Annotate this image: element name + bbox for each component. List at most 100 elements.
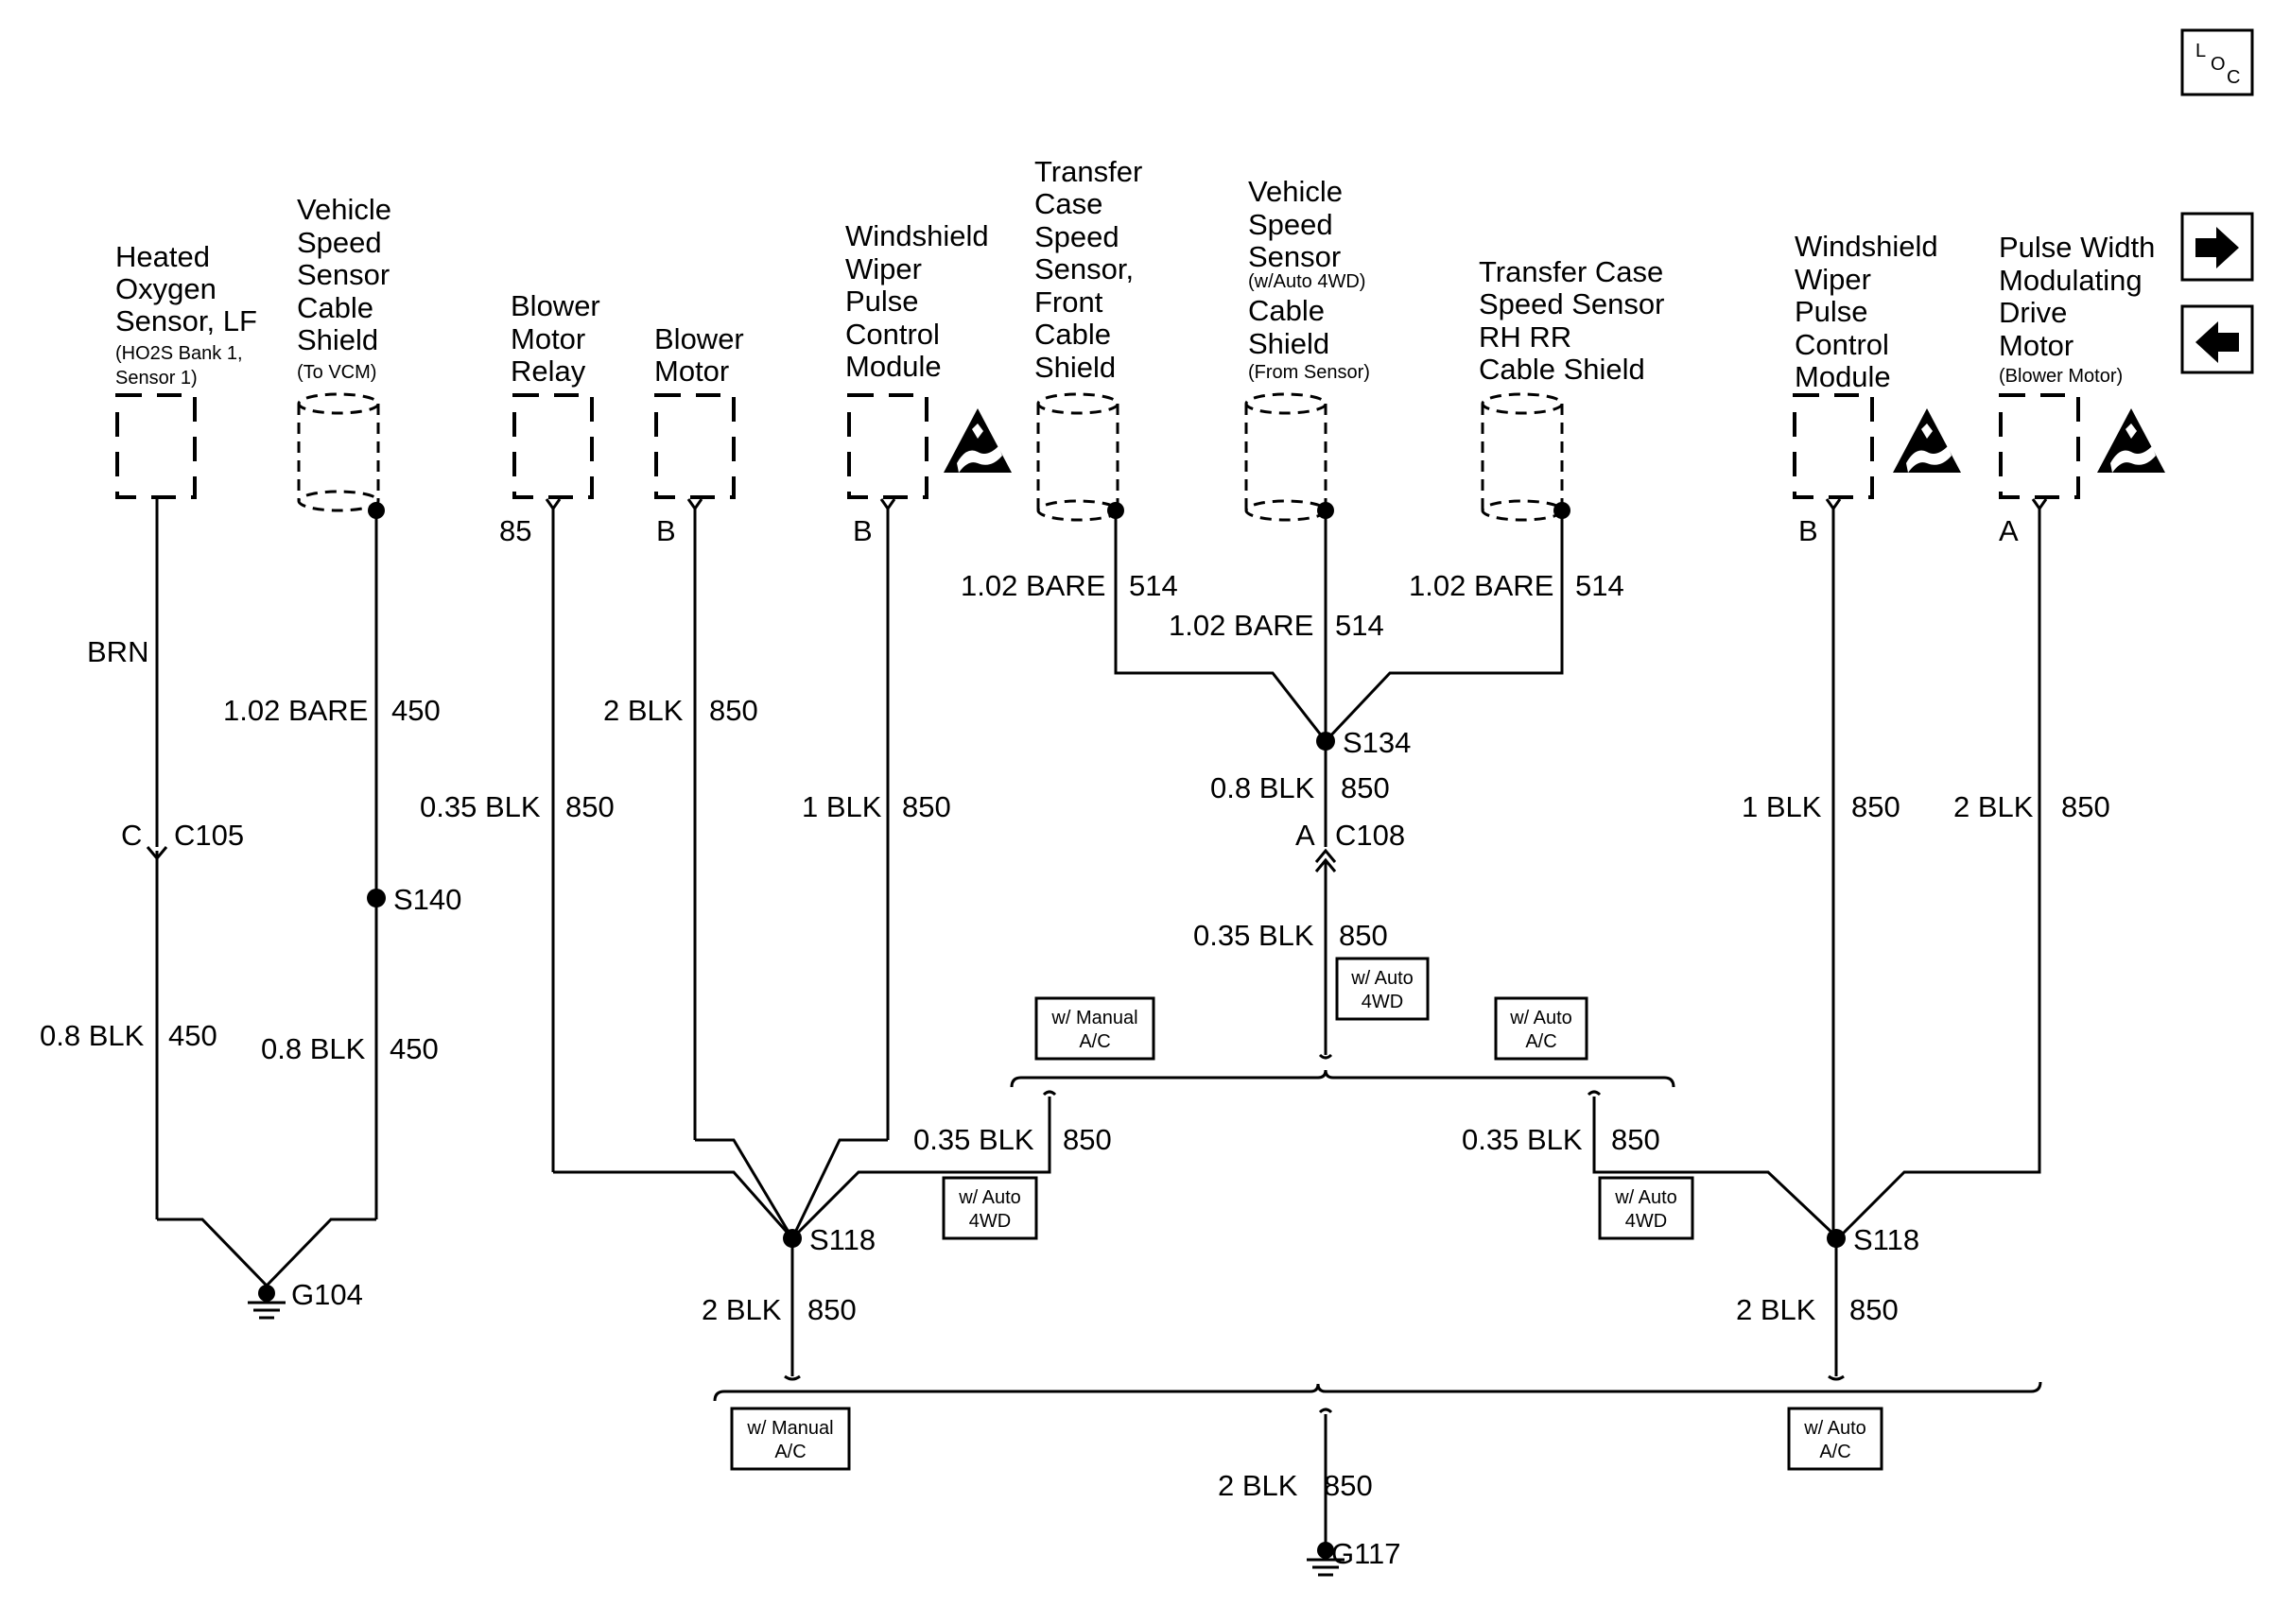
right-branch-gauge: 0.35 BLK <box>1462 1123 1583 1156</box>
pwm-motor-pin: A <box>1999 514 2019 547</box>
s118-right-out-gauge: 2 BLK <box>1736 1293 1816 1326</box>
wires-s118-right: 1 BLK 850 2 BLK 850 0.35 BLK 850 S118 2 … <box>1462 498 2110 1381</box>
loc-letter-o: O <box>2211 54 2226 75</box>
left-branch-gauge: 0.35 BLK <box>913 1123 1034 1156</box>
vss-ground-gauge: 0.8 BLK <box>261 1032 366 1065</box>
wiper-right-wire-gauge: 1 BLK <box>1742 790 1822 823</box>
wiper-module-right-pin: B <box>1798 514 1818 547</box>
o2-sensor-note: (HO2S Bank 1, Sensor 1) <box>115 343 248 389</box>
right-branch-circuit: 850 <box>1611 1123 1660 1156</box>
c108-pin-label: A <box>1295 819 1315 852</box>
motor-wire-gauge: 2 BLK <box>603 694 684 727</box>
wiper-left-wire-circuit: 850 <box>902 790 951 823</box>
tc-front-cable-shield: Transfer Case Speed Sensor, Front Cable … <box>1034 155 1151 522</box>
ground-g117-label: G117 <box>1331 1537 1401 1570</box>
blower-motor-relay: Blower Motor Relay 85 <box>499 289 600 547</box>
esd-warning-icon <box>1893 408 1961 473</box>
splice-s140-label: S140 <box>393 883 461 916</box>
c108-out-gauge: 0.35 BLK <box>1193 919 1314 952</box>
wiper-right-wire-circuit: 850 <box>1851 790 1900 823</box>
vss-auto-label-bottom: Cable Shield <box>1248 294 1333 360</box>
wires-s134: 1.02 BARE 514 1.02 BARE 514 1.02 BARE 51… <box>961 502 1624 1060</box>
relay-wire-circuit: 850 <box>565 790 615 823</box>
wires-s118-left: 0.35 BLK 850 2 BLK 850 1 BLK 850 0.35 BL… <box>420 498 1112 1381</box>
splice-s118-right-label: S118 <box>1853 1223 1919 1256</box>
pwm-motor-label: Pulse Width Modulating Drive Motor <box>1999 231 2163 362</box>
left-branch-circuit: 850 <box>1063 1123 1112 1156</box>
tc-front-wire-gauge: 1.02 BARE <box>961 569 1105 602</box>
ground-g104-label: G104 <box>291 1278 363 1311</box>
s134-out-circuit: 850 <box>1341 771 1390 804</box>
option-brace-upper <box>1010 1069 1840 1240</box>
o2-ground-circuit: 450 <box>168 1019 217 1052</box>
connector-c108-label: C108 <box>1335 819 1405 852</box>
o2-sensor-label: Heated Oxygen Sensor, LF <box>115 240 257 337</box>
arrow-right-icon[interactable] <box>2180 212 2254 282</box>
vss-auto-label-top: Vehicle Speed Sensor <box>1248 175 1351 273</box>
wiper-left-wire-gauge: 1 BLK <box>802 790 882 823</box>
g117-wire-circuit: 850 <box>1324 1469 1373 1502</box>
blower-motor: Blower Motor B <box>654 322 752 547</box>
s118-left-out-gauge: 2 BLK <box>702 1293 782 1326</box>
wiper-module-right: Windshield Wiper Pulse Control Module B <box>1793 230 1961 547</box>
wire-brn-label: BRN <box>87 635 148 668</box>
vss-cable-shield: Vehicle Speed Sensor Cable Shield (To VC… <box>297 193 400 512</box>
s118-right-out-circuit: 850 <box>1849 1293 1899 1326</box>
tc-rhrr-wire-circuit: 514 <box>1575 569 1624 602</box>
tc-rhrr-cable-shield: Transfer Case Speed Sensor RH RR Cable S… <box>1479 255 1673 522</box>
loc-letter-c: C <box>2227 67 2240 88</box>
arrow-left-icon[interactable] <box>2180 304 2254 374</box>
g117-wire-gauge: 2 BLK <box>1218 1469 1298 1502</box>
s118-left-out-circuit: 850 <box>807 1293 857 1326</box>
option-brace-lower: 2 BLK 850 G117 <box>713 1381 2042 1577</box>
c108-out-circuit: 850 <box>1339 919 1388 952</box>
vss-shield-label: Vehicle Speed Sensor Cable Shield <box>297 193 400 356</box>
tc-rhrr-label: Transfer Case Speed Sensor RH RR Cable S… <box>1479 255 1673 386</box>
o2-sensor-component: Heated Oxygen Sensor, LF (HO2S Bank 1, S… <box>115 240 257 499</box>
vss-auto-from-note: (From Sensor) <box>1248 362 1370 383</box>
splice-s140 <box>367 889 386 907</box>
wiper-module-right-label: Windshield Wiper Pulse Control Module <box>1795 230 1946 393</box>
esd-warning-icon <box>2097 408 2165 473</box>
vss-ground-circuit: 450 <box>390 1032 439 1065</box>
splice-s118-left-label: S118 <box>809 1223 876 1256</box>
blower-relay-pin: 85 <box>499 514 531 547</box>
tc-front-label: Transfer Case Speed Sensor, Front Cable … <box>1034 155 1151 384</box>
pwm-wire-gauge: 2 BLK <box>1953 790 2034 823</box>
vss-auto-note: (w/Auto 4WD) <box>1248 271 1365 292</box>
wiper-module-left-pin: B <box>853 514 873 547</box>
vss-auto-wire-circuit: 514 <box>1335 609 1384 642</box>
pwm-wire-circuit: 850 <box>2061 790 2110 823</box>
location-icon[interactable]: L O C <box>2180 28 2254 96</box>
c105-pin-label: C <box>121 819 142 852</box>
vss-shield-note: (To VCM) <box>297 362 376 383</box>
wire-450-bare-circuit: 450 <box>391 694 441 727</box>
o2-ground-gauge: 0.8 BLK <box>40 1019 145 1052</box>
blower-motor-label: Blower Motor <box>654 322 752 388</box>
tc-front-wire-circuit: 514 <box>1129 569 1178 602</box>
connector-c105-label: C105 <box>174 819 244 852</box>
pwm-blower-motor: Pulse Width Modulating Drive Motor (Blow… <box>1999 231 2165 547</box>
blower-motor-pin: B <box>656 514 676 547</box>
vss-auto4wd-cable-shield: Vehicle Speed Sensor (w/Auto 4WD) Cable … <box>1244 175 1370 522</box>
wires-g104: BRN C C105 1.02 BARE 450 S140 0.8 BLK 45… <box>40 499 461 1320</box>
vss-auto-wire-gauge: 1.02 BARE <box>1169 609 1313 642</box>
wiper-module-left: Windshield Wiper Pulse Control Module B <box>845 219 1012 547</box>
ground-g117 <box>1317 1542 1334 1559</box>
splice-s134-label: S134 <box>1343 726 1411 759</box>
wire-450-bare-gauge: 1.02 BARE <box>223 694 368 727</box>
